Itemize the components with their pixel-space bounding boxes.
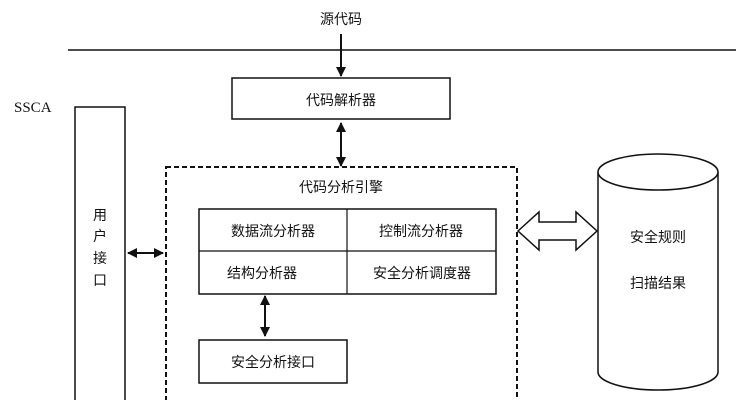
rules-label-line2: 扫描结果: [630, 276, 686, 292]
user-interface-char-1: 用: [93, 208, 107, 224]
security-interface-label: 安全分析接口: [231, 354, 315, 371]
control-flow-analyzer-label: 控制流分析器: [379, 224, 463, 240]
structure-analyzer-label: 结构分析器: [227, 266, 297, 282]
analysis-engine-container: [165, 166, 518, 400]
rules-label-line1: 安全规则: [630, 229, 686, 246]
code-parser-box: [231, 77, 451, 120]
user-interface-box: [74, 106, 126, 400]
system-name-label: SSCA: [14, 100, 52, 116]
security-scheduler-label: 安全分析调度器: [373, 265, 471, 282]
data-flow-analyzer-label: 数据流分析器: [231, 224, 315, 240]
engine-rules-hollow-arrow: [516, 210, 599, 252]
user-interface-char-2: 户: [93, 228, 107, 245]
source-code-label: 源代码: [320, 12, 362, 28]
security-interface-box: [198, 339, 348, 384]
user-interface-char-4: 口: [93, 273, 107, 289]
analysis-engine-label: 代码分析引擎: [299, 180, 383, 196]
code-parser-label: 代码解析器: [306, 93, 376, 109]
user-interface-char-3: 接: [93, 250, 107, 267]
rules-results-database: [597, 153, 719, 391]
